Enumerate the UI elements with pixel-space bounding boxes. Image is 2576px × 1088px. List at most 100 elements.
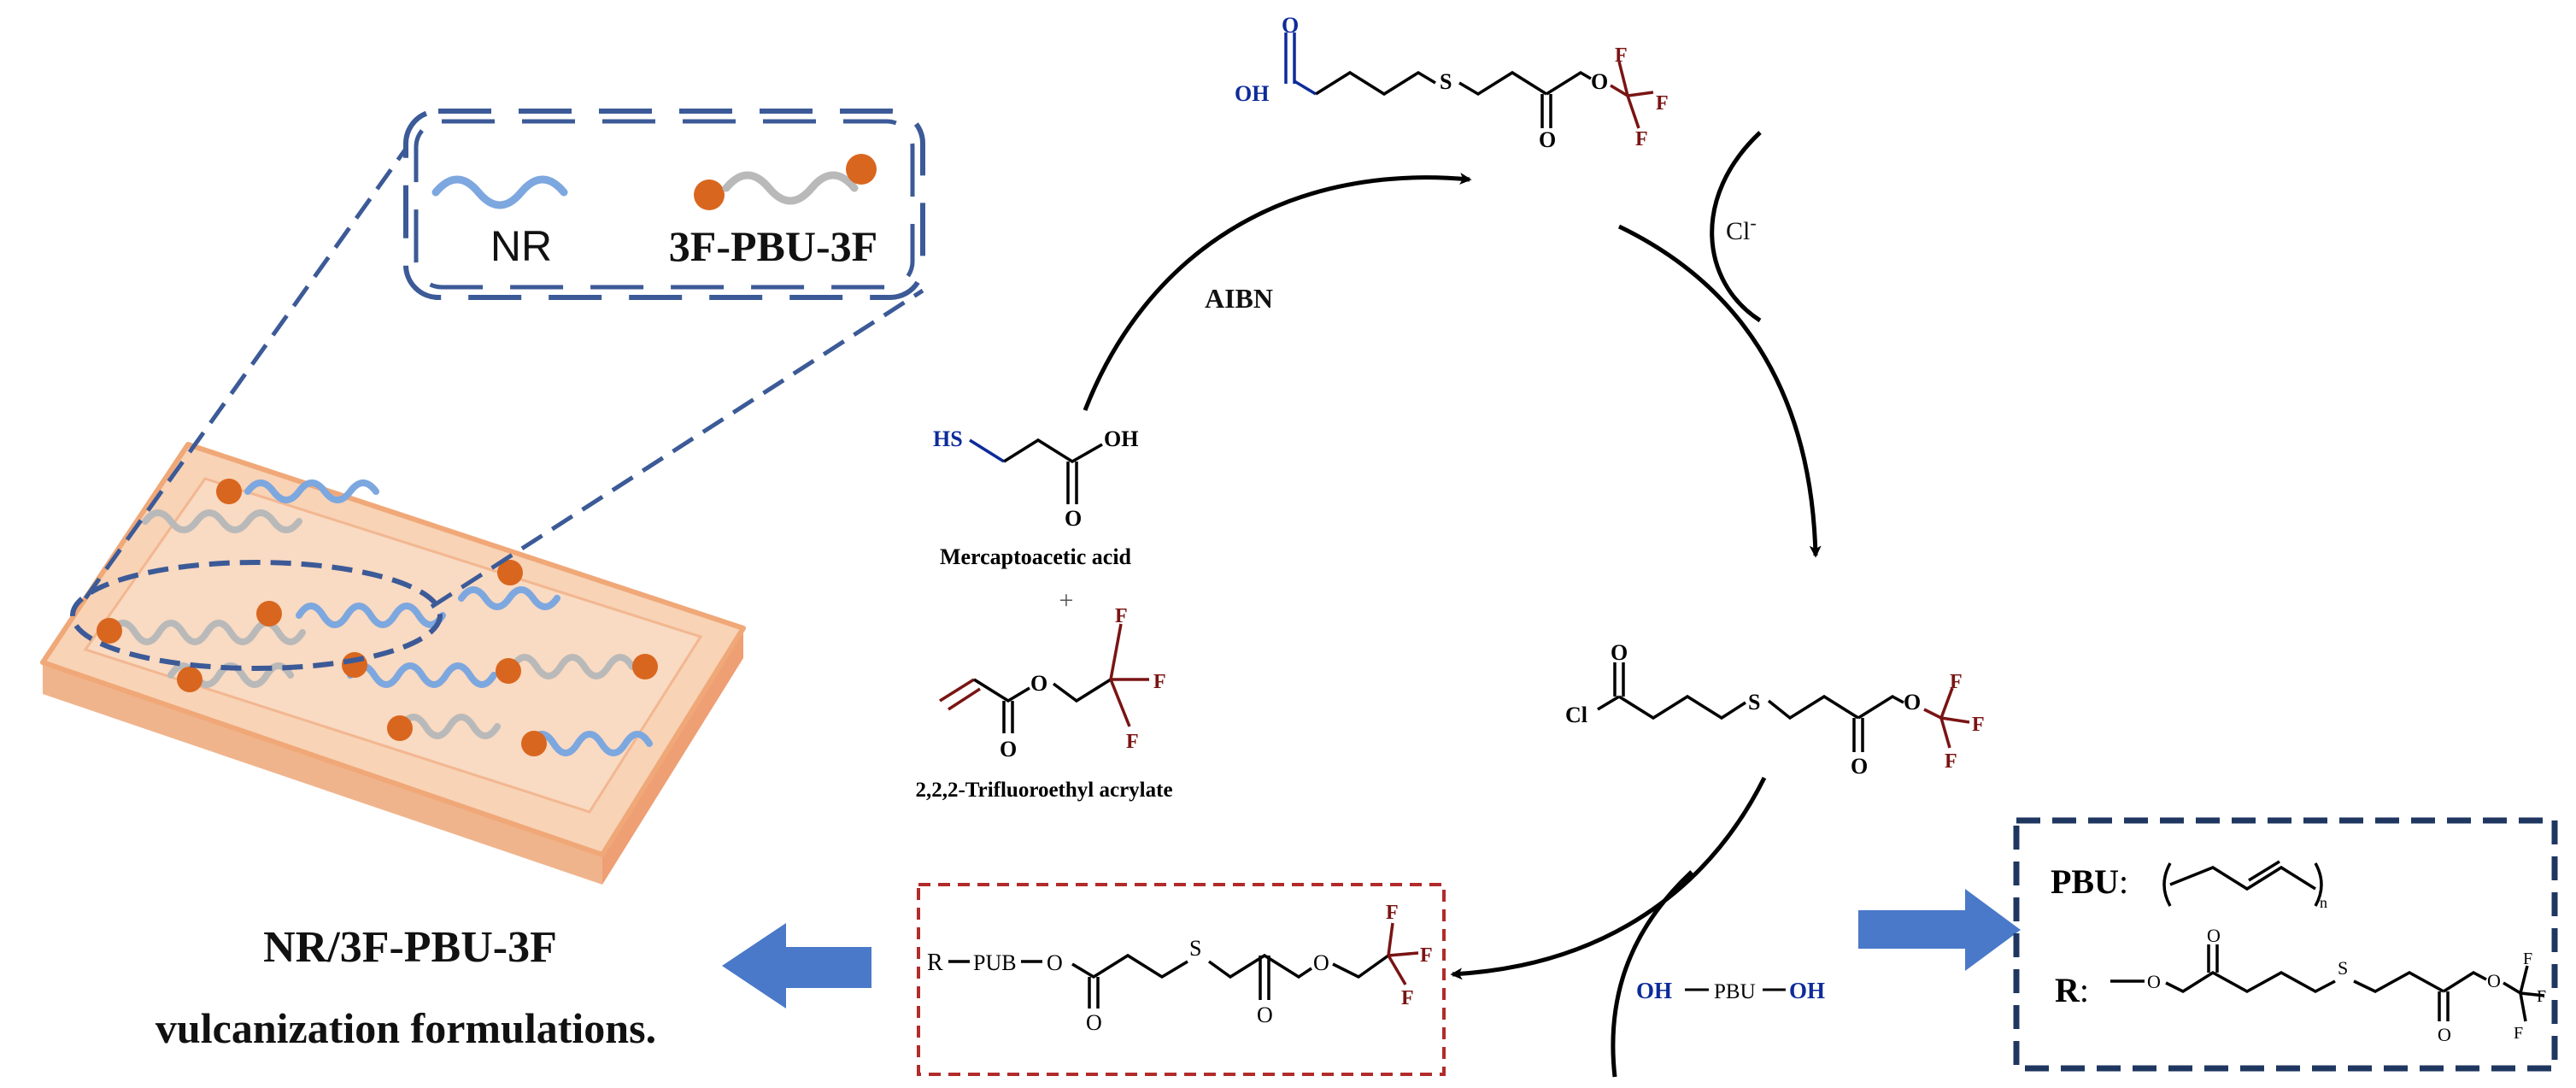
arrow-aibn bbox=[1083, 173, 1472, 411]
reaction-cycle bbox=[1083, 131, 1822, 1078]
atom-oxygen: O bbox=[1047, 950, 1063, 975]
block-arrow-right bbox=[1858, 889, 2021, 971]
nr-chain bbox=[526, 731, 653, 756]
atom-oxygen: O bbox=[1282, 13, 1299, 38]
end-bead bbox=[342, 652, 367, 678]
chloride-charge: - bbox=[1750, 212, 1756, 233]
title-line-2-text: vulcanization formulations bbox=[155, 1004, 646, 1052]
title-line-1: NR/3F-PBU-3F bbox=[263, 923, 557, 972]
atom-oxygen: O bbox=[1611, 640, 1628, 665]
legend-pbu-label: PBU: bbox=[2051, 862, 2128, 901]
arrow-esterification bbox=[1450, 776, 1767, 980]
zoom-line-right bbox=[430, 288, 924, 609]
atom-oxygen: O bbox=[1313, 950, 1329, 975]
end-bead bbox=[97, 618, 122, 644]
nr-chain bbox=[296, 603, 446, 628]
rubber-slab-illustration bbox=[40, 442, 746, 885]
molecule-acid-ester: O OH S O O F F F bbox=[1235, 13, 1669, 152]
nr-chain-sample bbox=[431, 175, 568, 209]
atom-sulfur: S bbox=[1748, 690, 1760, 715]
atom-oxygen: O bbox=[1904, 690, 1921, 715]
pbu-oh-entry-arc bbox=[1611, 870, 1693, 1078]
legend-r-label: R: bbox=[2055, 971, 2089, 1009]
pbu-oh-right: OH bbox=[1789, 978, 1825, 1003]
legend-colon: : bbox=[2080, 971, 2089, 1009]
atom-sulfur: S bbox=[1440, 69, 1452, 94]
atom-fluorine: F bbox=[2514, 1024, 2523, 1043]
end-bead bbox=[496, 658, 521, 684]
pbu-oh-left: OH bbox=[1636, 978, 1672, 1003]
end-bead bbox=[387, 715, 413, 741]
atom-oxygen: O bbox=[2207, 925, 2221, 946]
atom-thiol: HS bbox=[933, 426, 963, 451]
atom-fluorine: F bbox=[1615, 44, 1628, 67]
atom-sulfur: S bbox=[2338, 957, 2348, 979]
atom-fluorine: F bbox=[2537, 987, 2546, 1006]
pbu-chain bbox=[509, 654, 636, 679]
atom-oxygen: O bbox=[1591, 69, 1608, 94]
atom-oxygen: O bbox=[1030, 671, 1047, 696]
molecule-trifluoroethyl-acrylate: O O F F F 2,2,2-Trifluoroethyl acrylate bbox=[915, 605, 1172, 802]
chloride-symbol: Cl bbox=[1726, 217, 1750, 245]
nr-label: NR bbox=[490, 222, 552, 270]
pbu-oh-mid: PBU bbox=[1714, 980, 1756, 1003]
zoom-lines bbox=[83, 135, 924, 609]
atom-hydroxyl: OH bbox=[1104, 426, 1138, 451]
pbu-chain bbox=[398, 714, 501, 739]
legend-pbu-text: PBU bbox=[2051, 862, 2119, 901]
atom-oxygen: O bbox=[2487, 970, 2501, 991]
atom-fluorine: F bbox=[1115, 605, 1128, 627]
aibn-label: AIBN bbox=[1205, 283, 1273, 314]
block-arrow-left bbox=[722, 923, 871, 1009]
atom-fluorine: F bbox=[2523, 950, 2532, 968]
subscript-n: n bbox=[2320, 894, 2327, 911]
atom-fluorine: F bbox=[1153, 671, 1166, 693]
atom-fluorine: F bbox=[1945, 750, 1957, 773]
end-bead bbox=[521, 731, 547, 756]
atom-hydroxyl: OH bbox=[1235, 81, 1269, 106]
atom-fluorine: F bbox=[1126, 731, 1139, 753]
atom-fluorine: F bbox=[1420, 944, 1433, 967]
atom-oxygen: O bbox=[1086, 1010, 1102, 1035]
nr-chain bbox=[244, 479, 379, 503]
legend-box-border bbox=[2013, 817, 2558, 1072]
arrow-chlorination bbox=[1617, 224, 1822, 558]
structure-legend-box: PBU: n R: O O S O O F F F bbox=[2013, 817, 2558, 1072]
atom-oxygen: O bbox=[1539, 127, 1556, 152]
slab-side bbox=[43, 662, 602, 885]
reagent-name-trifluoroethyl: 2,2,2-Trifluoroethyl acrylate bbox=[915, 779, 1172, 802]
inset-border-outer bbox=[403, 109, 925, 300]
nr-chain bbox=[347, 662, 497, 688]
molecule-acid-chloride: O Cl S O O F F F bbox=[1565, 640, 1985, 779]
title-period: . bbox=[646, 1004, 657, 1052]
zoom-line-left bbox=[83, 135, 417, 600]
pbu-chain-sample bbox=[722, 171, 859, 205]
pbu-label: 3F-PBU-3F bbox=[669, 222, 877, 270]
pbu-chain bbox=[142, 509, 302, 533]
hydroxyl-terminated-pbu: OH PBU OH bbox=[1636, 978, 1825, 1003]
end-bead bbox=[216, 479, 242, 504]
product-pub: PUB bbox=[973, 950, 1017, 975]
atom-oxygen: O bbox=[1851, 754, 1868, 779]
inset-legend: NR 3F-PBU-3F bbox=[403, 109, 925, 300]
product-box-border bbox=[917, 883, 1446, 1076]
atom-oxygen: O bbox=[2147, 971, 2161, 992]
plus-sign: + bbox=[1059, 586, 1074, 615]
nr-chain bbox=[458, 586, 560, 610]
atom-fluorine: F bbox=[1401, 987, 1414, 1009]
end-bead bbox=[497, 560, 523, 585]
atom-fluorine: F bbox=[1950, 671, 1963, 693]
atom-fluorine: F bbox=[1972, 714, 1985, 736]
atom-oxygen: O bbox=[1257, 1003, 1273, 1027]
slab-inner-top bbox=[83, 477, 703, 814]
atom-oxygen: O bbox=[2438, 1024, 2451, 1045]
atom-fluorine: F bbox=[1635, 128, 1648, 150]
end-bead bbox=[632, 654, 658, 679]
end-bead bbox=[846, 154, 877, 185]
molecule-mercaptoacetic-acid: HS OH O Mercaptoacetic acid + bbox=[933, 426, 1138, 615]
chloride-label: Cl- bbox=[1726, 212, 1757, 245]
atom-oxygen: O bbox=[1065, 506, 1082, 531]
atom-chlorine: Cl bbox=[1565, 703, 1587, 727]
chloride-entry-arc bbox=[1710, 131, 1762, 323]
